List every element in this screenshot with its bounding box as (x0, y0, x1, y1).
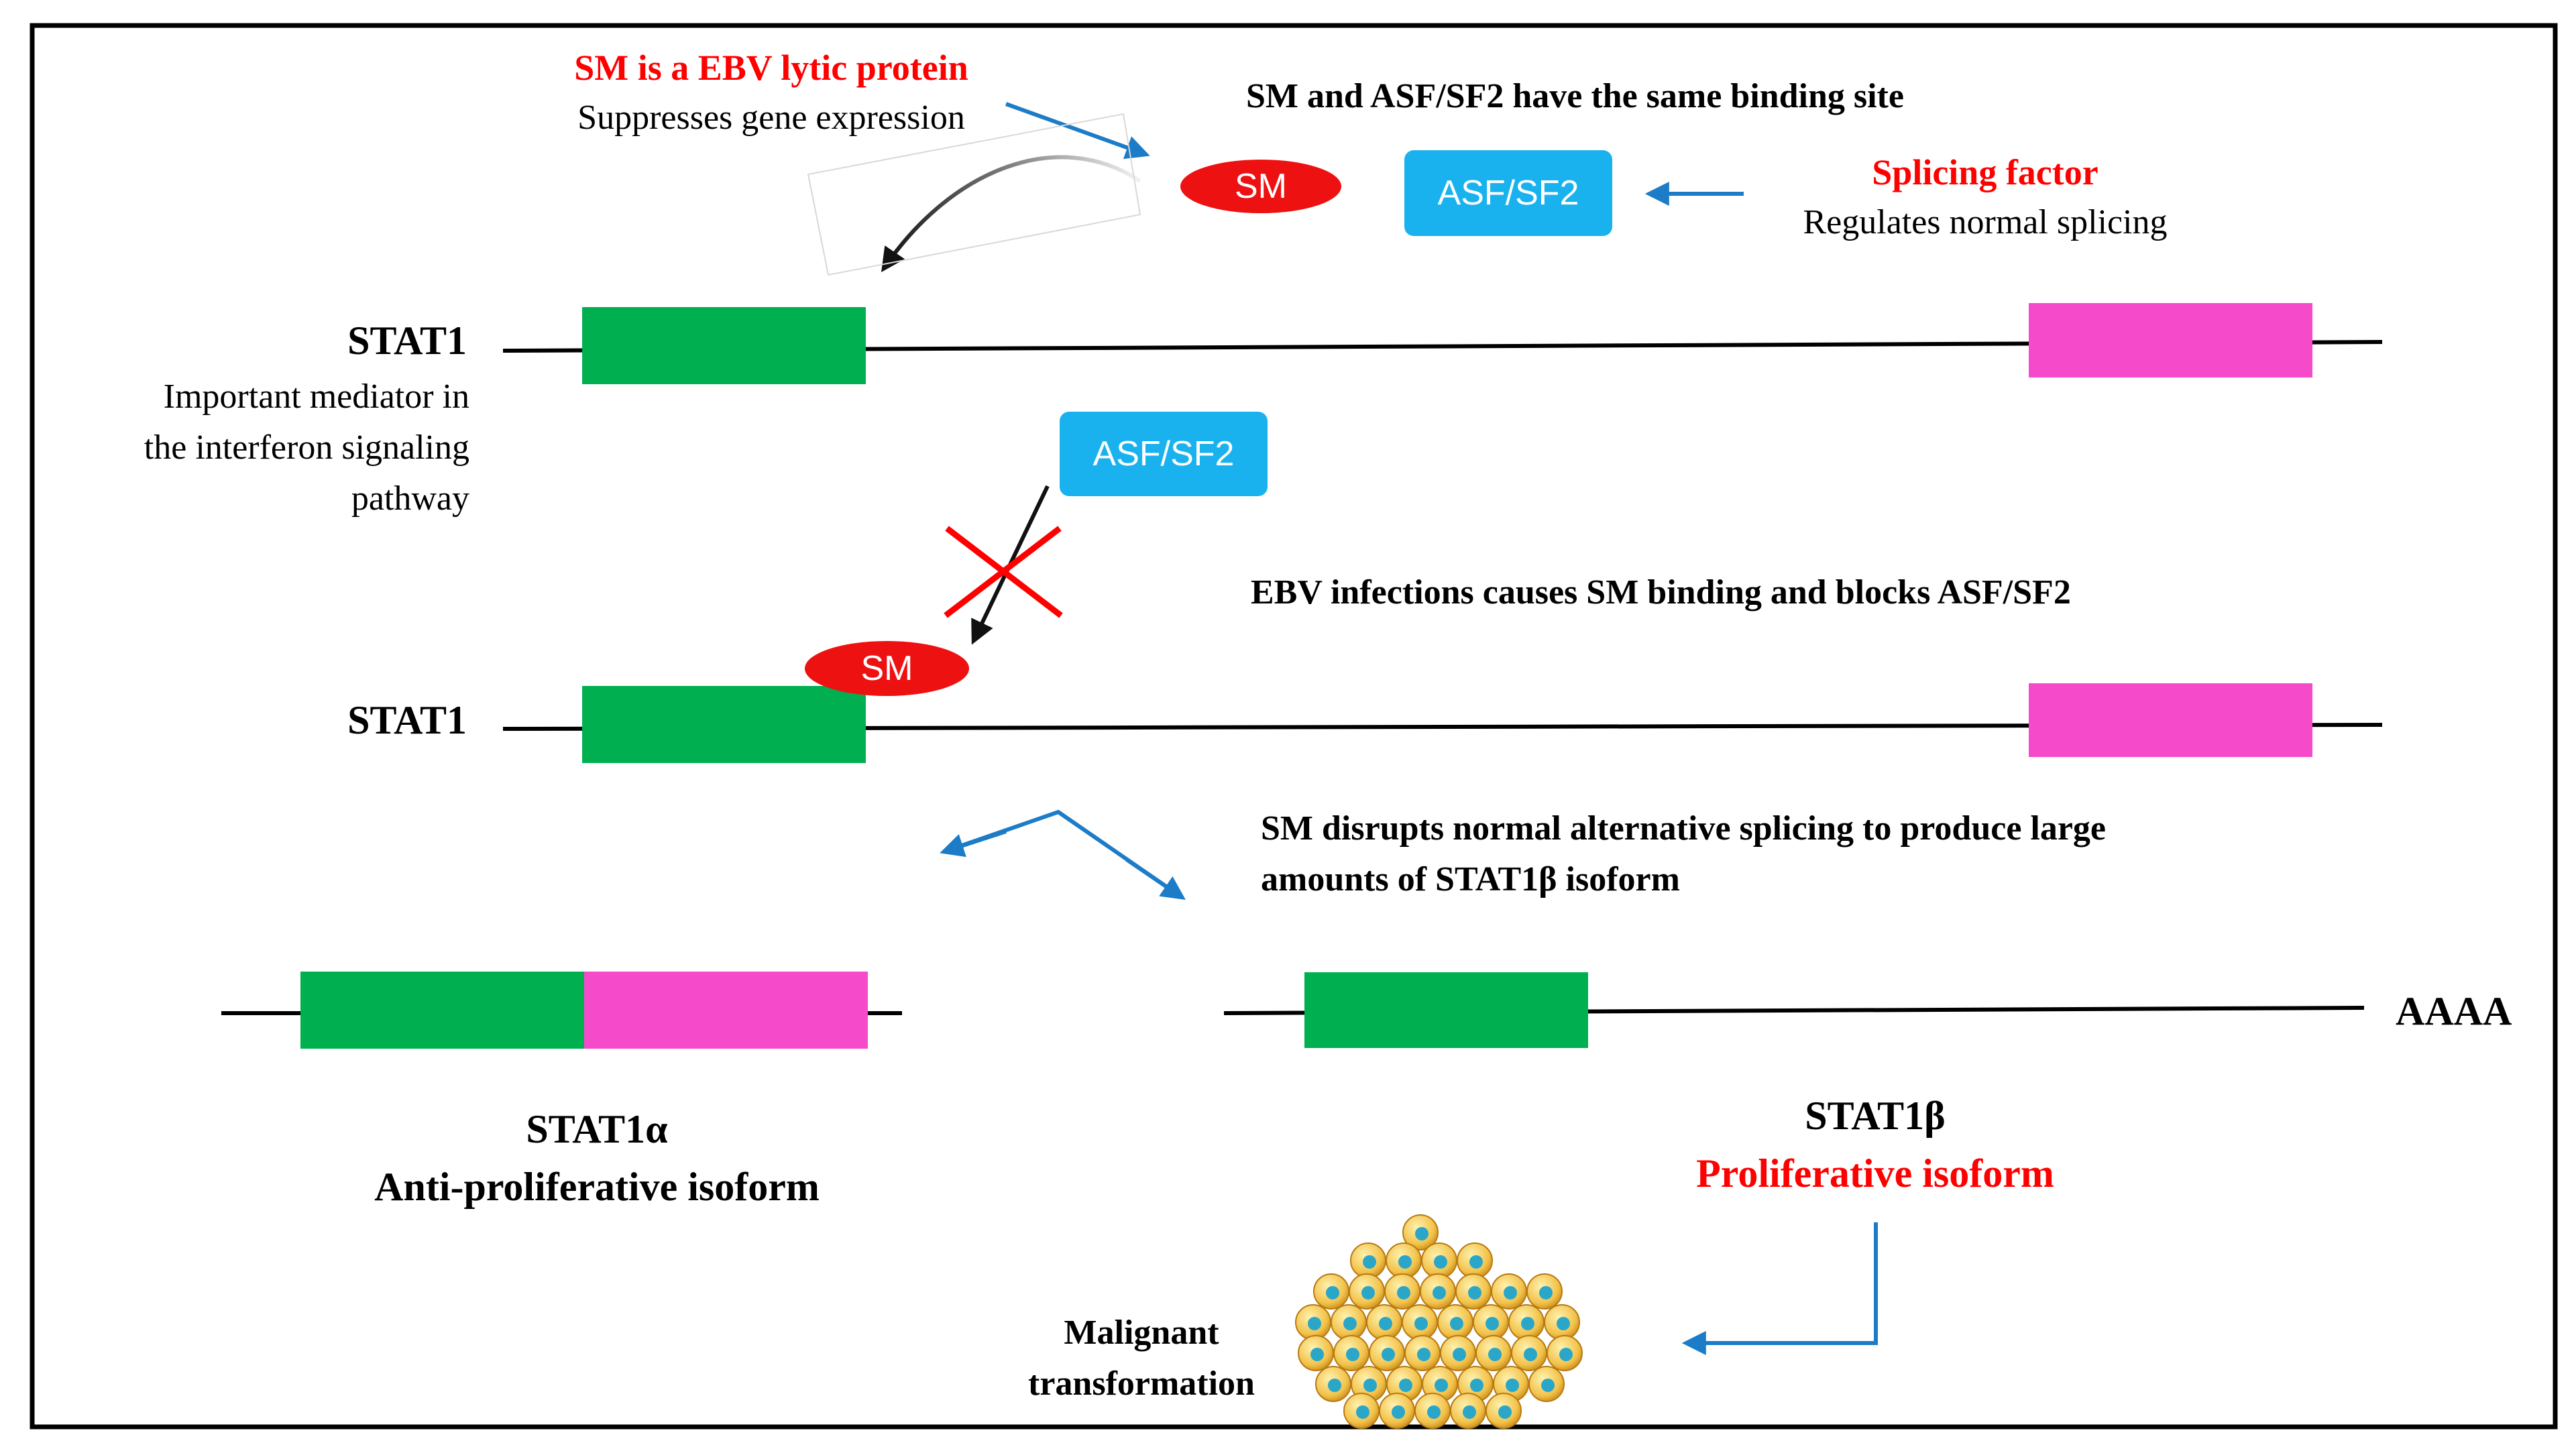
stat1-desc-line-3: pathway (351, 479, 469, 518)
exon-green-2 (582, 686, 866, 763)
curve-ghost-panel (807, 113, 1141, 276)
cell-cluster-icon (1295, 1214, 1583, 1429)
polya-tail-label: AAAA (2396, 989, 2512, 1033)
splice-caret-arrows (944, 809, 1183, 899)
outcome-line-2: transformation (1028, 1365, 1255, 1403)
splicing-factor-description: Regulates normal splicing (1803, 203, 2168, 241)
disrupt-text-line-2: amounts of STAT1β isoform (1261, 860, 1680, 898)
shared-binding-site-text: SM and ASF/SF2 have the same binding sit… (1246, 77, 1904, 115)
stat1-beta-name: STAT1β (1805, 1094, 1946, 1138)
splicing-factor-title: Splicing factor (1872, 152, 2098, 192)
sm-protein-top: SM (1180, 160, 1341, 213)
block-explanation-text: EBV infections causes SM binding and blo… (1251, 573, 2071, 612)
exon-pink-2 (2029, 683, 2312, 757)
stat1-desc-line-2: the interferon signaling (144, 428, 469, 467)
x-mark-icon (944, 526, 1063, 618)
asf-sf2-middle: ASF/SF2 (1060, 412, 1268, 496)
transformation-arrow (1681, 1222, 1878, 1355)
stat1b-exon-green (1304, 972, 1588, 1048)
stat1-beta-desc: Proliferative isoform (1696, 1151, 2054, 1196)
sm-title: SM is a EBV lytic protein (574, 48, 968, 88)
stat1-desc-line-1: Important mediator in (163, 378, 469, 416)
stat1-label-1: STAT1 (347, 318, 467, 363)
stat1a-exon-pink (584, 972, 868, 1049)
stat1-label-2: STAT1 (347, 698, 467, 742)
stat1-alpha-desc: Anti-proliferative isoform (374, 1165, 820, 1209)
figure-frame (30, 23, 2558, 1430)
exon-green-1 (582, 307, 866, 384)
outcome-line-1: Malignant (1064, 1314, 1219, 1352)
sm-description: Suppresses gene expression (577, 99, 965, 137)
sm-binding-curve-arrow (881, 155, 1141, 272)
stat1a-exon-green (300, 972, 584, 1049)
sm-pointer-arrow (1005, 102, 1150, 160)
disrupt-text-line-1: SM disrupts normal alternative splicing … (1261, 809, 2107, 848)
sm-protein-bound: SM (805, 641, 969, 696)
splice-right-head (1125, 858, 1186, 901)
exon-pink-1 (2029, 303, 2312, 378)
splice-left-head (940, 829, 1007, 858)
asf-sf2-top: ASF/SF2 (1404, 150, 1612, 236)
stat1-alpha-name: STAT1α (526, 1107, 668, 1151)
